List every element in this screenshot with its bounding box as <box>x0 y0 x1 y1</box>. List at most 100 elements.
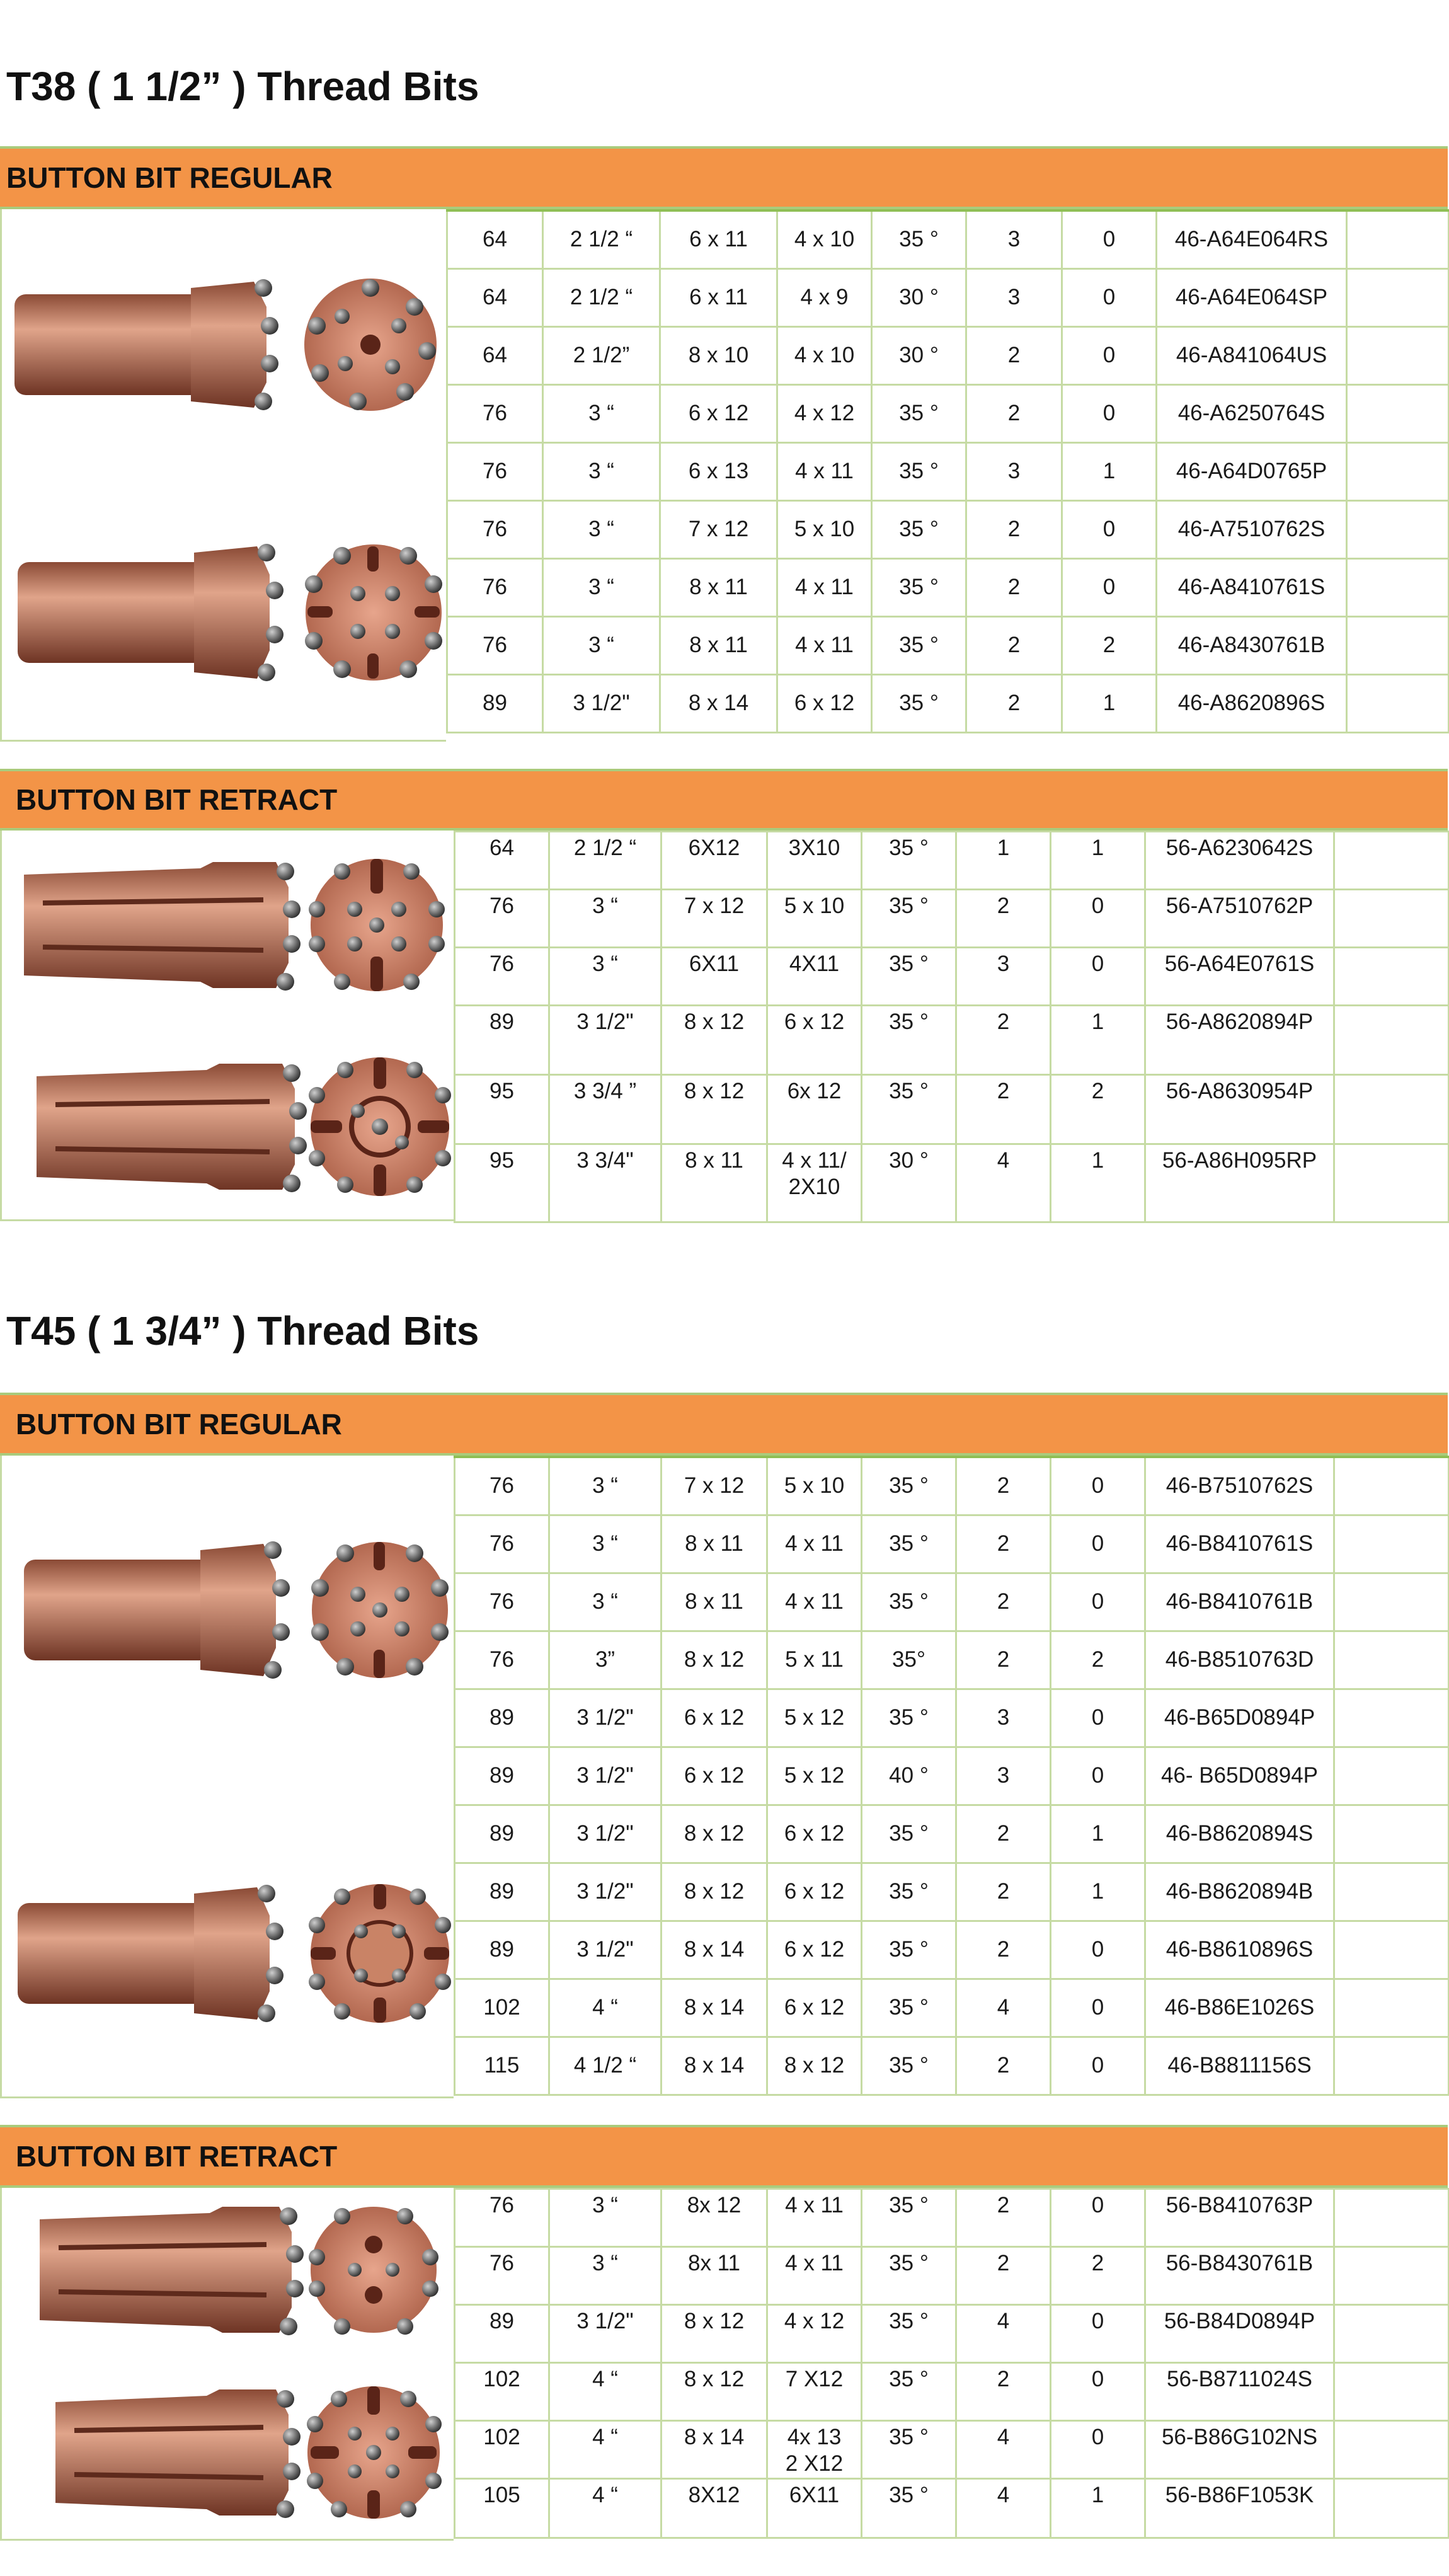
cell-flushing-side: 0 <box>1061 267 1157 328</box>
cell-flushing-side: 2 <box>1061 615 1157 676</box>
cell-front-buttons: 6 x 13 <box>659 441 778 502</box>
cell-flushing-front: 2 <box>965 499 1063 560</box>
cell-front-buttons: 6 x 11 <box>659 209 778 270</box>
section-title-t38: T38 ( 1 1/2” ) Thread Bits <box>6 64 479 109</box>
cell-flushing-front: 4 <box>955 1977 1051 2038</box>
cell-diameter: 76 <box>454 2188 550 2248</box>
bit-images-t38-regular <box>0 209 446 742</box>
cell-diameter: 76 <box>454 946 550 1006</box>
cell-diameter-inch: 3 “ <box>548 2246 662 2306</box>
cell-flushing-front: 3 <box>955 1745 1051 1806</box>
cell-part-number: 56-A7510762P <box>1144 888 1335 948</box>
cell-front-buttons: 6 x 12 <box>660 1688 768 1748</box>
section-title-t45: T45 ( 1 3/4” ) Thread Bits <box>6 1308 479 1354</box>
cell-front-buttons: 8 x 12 <box>660 1861 768 1922</box>
cell-flushing-front: 1 <box>955 831 1051 890</box>
cell-flushing-front: 3 <box>965 441 1063 502</box>
cell-flushing-front: 2 <box>965 383 1063 444</box>
cell-front-buttons: 8 x 14 <box>660 1919 768 1980</box>
cell-flushing-side: 0 <box>1050 2188 1146 2248</box>
bit-images-t45-retract <box>0 2188 454 2541</box>
cell-extra <box>1346 325 1449 386</box>
cell-diameter: 64 <box>446 267 544 328</box>
cell-flushing-front: 4 <box>955 1143 1051 1223</box>
regular-button-bit-image <box>14 279 437 411</box>
cell-flushing-side: 2 <box>1050 1074 1146 1145</box>
cell-flushing-side: 1 <box>1050 1004 1146 1076</box>
cell-part-number: 56-A8630954P <box>1144 1074 1335 1145</box>
cell-gauge-buttons: 6 x 12 <box>766 1977 862 2038</box>
bit-images-t45-regular <box>0 1456 454 2098</box>
cell-front-buttons: 8 x 11 <box>659 615 778 676</box>
cell-gauge-angle: 35 ° <box>861 1977 957 2038</box>
cell-front-buttons: 7 x 12 <box>659 499 778 560</box>
cell-part-number: 46-B86E1026S <box>1144 1977 1335 2038</box>
retract-button-bit-image-2 <box>37 1057 451 1196</box>
cell-gauge-angle: 35 ° <box>861 1004 957 1076</box>
band-label: BUTTON BIT RETRACT <box>16 783 338 816</box>
cell-gauge-angle: 35 ° <box>861 2362 957 2422</box>
cell-extra <box>1333 2304 1449 2364</box>
cell-gauge-angle: 35 ° <box>861 1456 957 1516</box>
cell-diameter: 102 <box>454 1977 550 2038</box>
cell-flushing-side: 0 <box>1050 888 1146 948</box>
cell-flushing-side: 0 <box>1061 209 1157 270</box>
cell-gauge-buttons: 4 x 11 <box>766 1572 862 1632</box>
cell-flushing-front: 2 <box>965 615 1063 676</box>
cell-diameter-inch: 3 “ <box>542 615 661 676</box>
cell-part-number: 46-B8610896S <box>1144 1919 1335 1980</box>
cell-gauge-angle: 35 ° <box>861 946 957 1006</box>
cell-diameter: 89 <box>454 1745 550 1806</box>
cell-flushing-front: 2 <box>955 2035 1051 2096</box>
cell-front-buttons: 8 x 12 <box>660 1630 768 1690</box>
cell-gauge-angle: 35 ° <box>861 888 957 948</box>
cell-flushing-front: 2 <box>955 888 1051 948</box>
cell-diameter: 64 <box>454 831 550 890</box>
band-label: BUTTON BIT REGULAR <box>6 161 333 194</box>
cell-flushing-side: 0 <box>1050 2362 1146 2422</box>
cell-flushing-side: 0 <box>1050 2420 1146 2480</box>
cell-diameter-inch: 3 1/2" <box>548 1803 662 1864</box>
cell-diameter-inch: 3 1/2" <box>548 1004 662 1076</box>
cell-gauge-angle: 35 ° <box>861 1861 957 1922</box>
band-t38-regular: BUTTON BIT REGULAR <box>0 146 1448 209</box>
cell-flushing-side: 0 <box>1061 325 1157 386</box>
cell-gauge-buttons: 4 x 10 <box>776 209 873 270</box>
cell-front-buttons: 8 x 12 <box>660 1004 768 1076</box>
retract-button-bit-image <box>40 2207 438 2335</box>
cell-diameter: 89 <box>454 1004 550 1076</box>
cell-flushing-front: 2 <box>955 1572 1051 1632</box>
cell-diameter-inch: 4 “ <box>548 1977 662 2038</box>
cell-flushing-side: 1 <box>1050 1803 1146 1864</box>
band-t45-retract: BUTTON BIT RETRACT <box>0 2125 1448 2188</box>
cell-gauge-angle: 35 ° <box>861 2188 957 2248</box>
cell-extra <box>1333 2246 1449 2306</box>
cell-diameter-inch: 3 “ <box>548 2188 662 2248</box>
cell-flushing-front: 2 <box>955 2362 1051 2422</box>
band-label: BUTTON BIT REGULAR <box>16 1408 342 1440</box>
cell-diameter-inch: 3 1/2" <box>548 1861 662 1922</box>
cell-front-buttons: 8 x 12 <box>660 2304 768 2364</box>
cell-flushing-side: 1 <box>1050 2478 1146 2539</box>
cell-flushing-side: 0 <box>1050 2304 1146 2364</box>
cell-diameter-inch: 3 1/2" <box>548 1745 662 1806</box>
cell-flushing-front: 2 <box>955 1803 1051 1864</box>
cell-front-buttons: 6X12 <box>660 831 768 890</box>
cell-front-buttons: 8x 11 <box>660 2246 768 2306</box>
cell-gauge-angle: 35 ° <box>861 2304 957 2364</box>
cell-flushing-front: 2 <box>955 1919 1051 1980</box>
cell-part-number: 56-A6230642S <box>1144 831 1335 890</box>
cell-flushing-side: 0 <box>1050 1456 1146 1516</box>
